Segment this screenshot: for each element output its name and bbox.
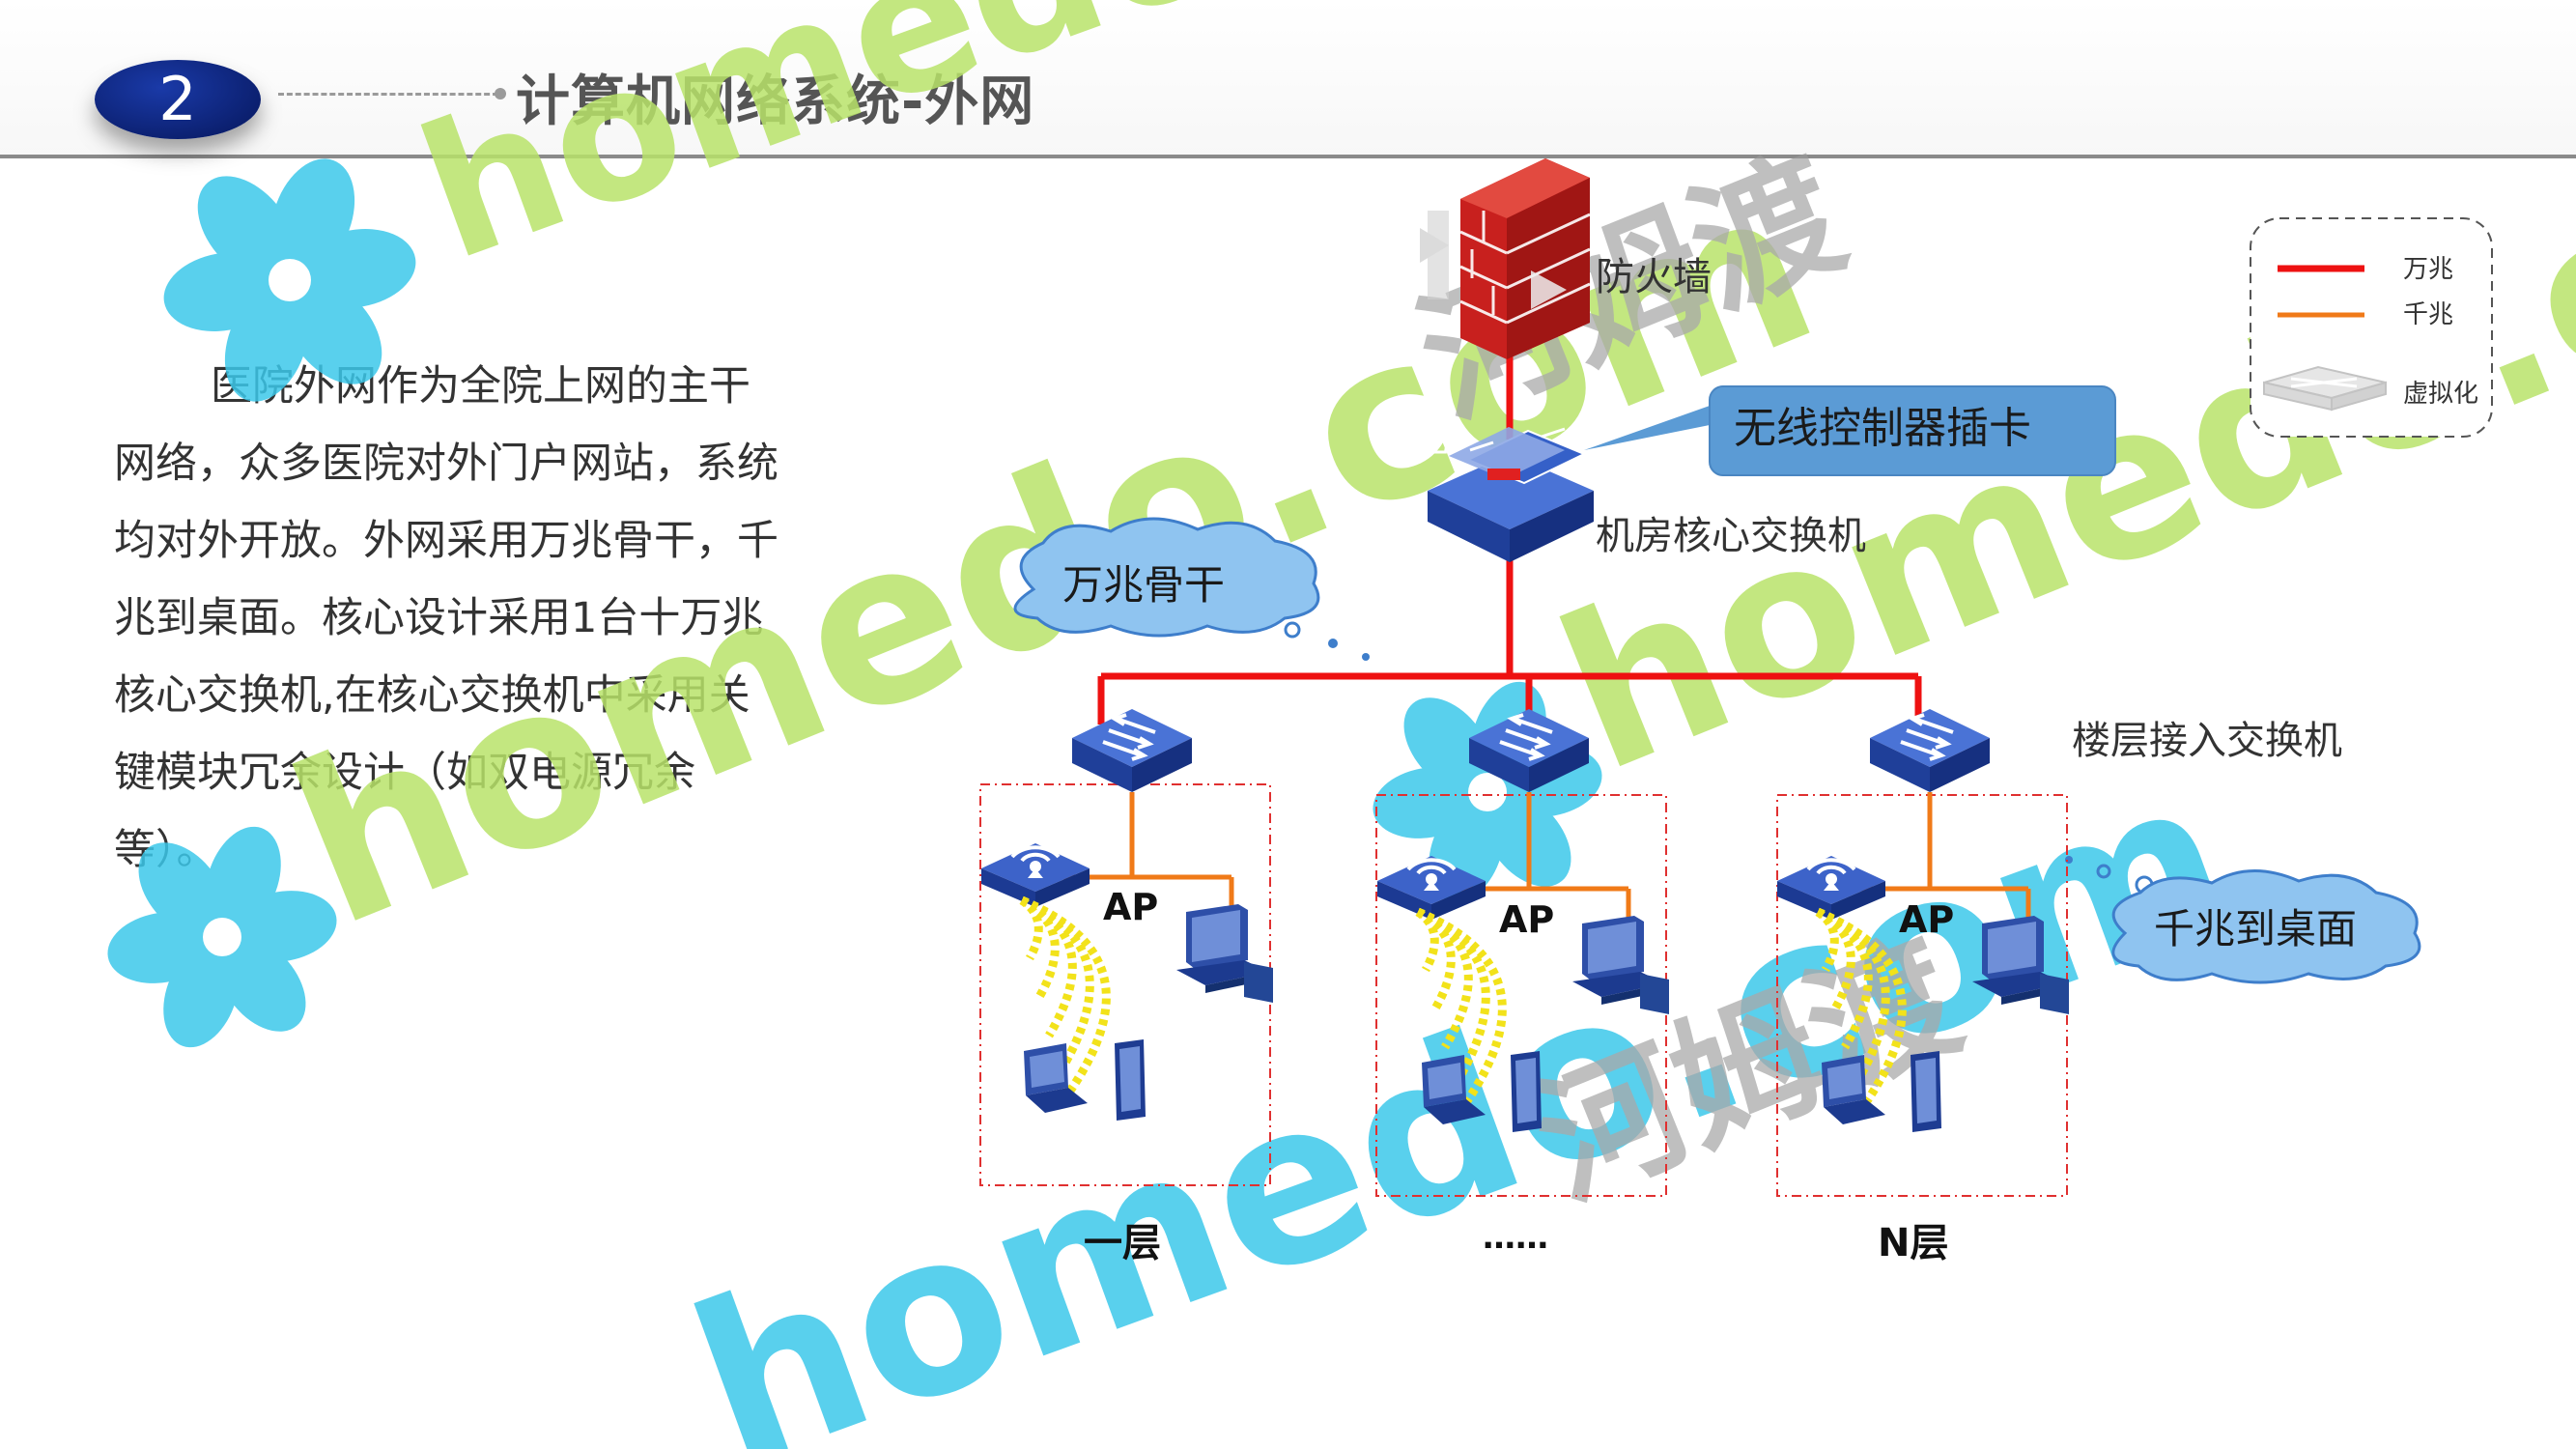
- floor-group-2: AP: [1375, 707, 1669, 1197]
- wireless-controller-callout: [1709, 385, 2116, 476]
- tablet-icon: [1511, 1051, 1542, 1132]
- watermark-flower-icon: [163, 158, 416, 402]
- backbone-label: 万兆骨干: [1062, 561, 1225, 609]
- floor-switch-icon: [1070, 707, 1194, 794]
- title-dash-dot: [495, 88, 506, 99]
- ap-icon: [979, 841, 1091, 909]
- legend-label: 万兆: [2403, 255, 2453, 284]
- legend-label: 虚拟化: [2403, 380, 2478, 409]
- wireless-controller-callout: [1584, 406, 1710, 450]
- virtualization-icon: [2263, 365, 2387, 412]
- floor-label: N层: [1878, 1221, 1948, 1265]
- desktop-label: 千兆到桌面: [2154, 905, 2357, 952]
- slide-header: 2 计算机网络系统-外网: [0, 0, 2576, 159]
- core-switch-label: 机房核心交换机: [1596, 514, 1866, 558]
- floor-label: 一层: [1084, 1221, 1161, 1265]
- watermark-flower-icon: [107, 826, 337, 1048]
- tablet-icon: [1115, 1039, 1146, 1121]
- legend-label: 千兆: [2403, 300, 2453, 329]
- firewall-label: 防火墙: [1596, 255, 1712, 299]
- ap-label: AP: [1103, 886, 1158, 928]
- floor-group-1: AP: [979, 707, 1273, 1186]
- floor-switch-label: 楼层接入交换机: [2072, 719, 2342, 763]
- floor-label: ……: [1483, 1218, 1548, 1257]
- ap-label: AP: [1899, 898, 1954, 941]
- firewall-icon: [1420, 158, 1591, 359]
- backbone-links: [1097, 319, 1922, 724]
- backbone-cloud: [1013, 517, 1370, 661]
- legend: 万兆 千兆 虚拟化: [2250, 217, 2493, 438]
- floor-group-n: AP: [1775, 707, 2069, 1197]
- wireless-controller-label: 无线控制器插卡: [1734, 404, 2031, 453]
- tablet-icon: [1911, 1051, 1941, 1132]
- header-divider: [0, 155, 2576, 158]
- floor-switch-icon: [1868, 707, 1992, 794]
- section-number-badge: 2: [95, 60, 261, 139]
- page-title: 计算机网络系统-外网: [516, 71, 1035, 133]
- desktop-cloud: [2065, 856, 2421, 984]
- title-dash-line: [278, 93, 498, 96]
- header-background: [0, 0, 2576, 156]
- desktop-pc-icon: [1176, 904, 1273, 1003]
- core-switch-icon: [1420, 427, 1594, 562]
- ap-label: AP: [1499, 898, 1554, 941]
- description-paragraph: 医院外网作为全院上网的主干网络，众多医院对外门户网站，系统均对外开放。外网采用万…: [114, 362, 778, 874]
